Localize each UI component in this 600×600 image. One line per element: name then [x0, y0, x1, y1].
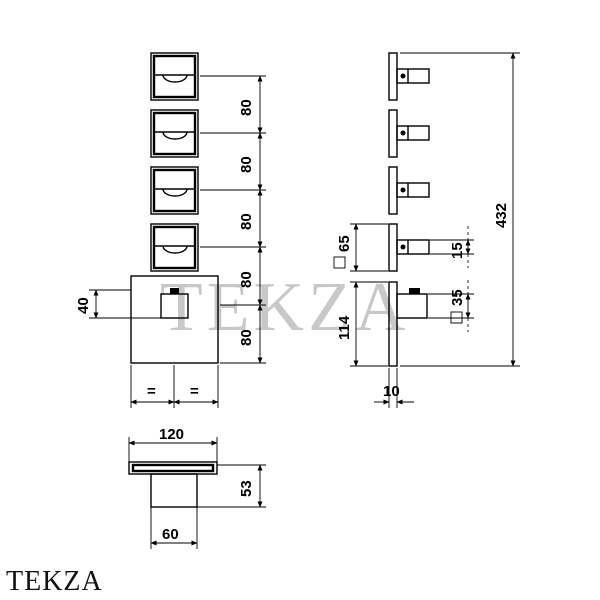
dim-depth: 53	[238, 480, 255, 497]
side-handle-1	[396, 68, 430, 84]
side-handle-2	[396, 125, 430, 141]
dim-width: 120	[159, 426, 184, 443]
front-view: 80 80 80 80 80 40 = =	[75, 52, 266, 408]
side-main-body	[396, 288, 428, 319]
dim-lower-h: 114	[336, 315, 353, 340]
dim-body-w: 60	[162, 526, 179, 543]
handle-square-4	[150, 223, 199, 272]
dim-pitch-1: 80	[238, 99, 255, 116]
watermark-text: TEKZA	[160, 269, 409, 346]
dim-body-sq: 35	[449, 289, 466, 306]
dim-handle-sq: 65	[336, 235, 353, 252]
dim-total-h: 432	[493, 203, 510, 228]
dim-pitch-5: 80	[238, 329, 255, 346]
square-symbol-icon	[333, 256, 346, 269]
top-view: 120 53 60	[128, 426, 266, 549]
side-handle-4	[396, 239, 430, 255]
handle-square-3	[150, 166, 199, 215]
dim-pitch-3: 80	[238, 213, 255, 230]
main-plate	[130, 275, 219, 364]
dim-side-h: 40	[75, 297, 92, 314]
brand-logo-text: TEKZA	[6, 566, 103, 597]
dim-pitch-2: 80	[238, 156, 255, 173]
dim-equal-left: =	[147, 383, 156, 400]
dim-pitch-4: 80	[238, 271, 255, 288]
dim-handle-w: 15	[449, 242, 466, 259]
square-symbol-icon	[450, 311, 463, 324]
side-view: 432 15 35 65 114 10	[333, 52, 520, 408]
handle-square-2	[150, 109, 199, 158]
dim-equal-right: =	[190, 383, 199, 400]
dim-plate-t: 10	[383, 383, 400, 400]
handle-square-1	[150, 52, 199, 101]
side-handle-3	[396, 182, 430, 198]
